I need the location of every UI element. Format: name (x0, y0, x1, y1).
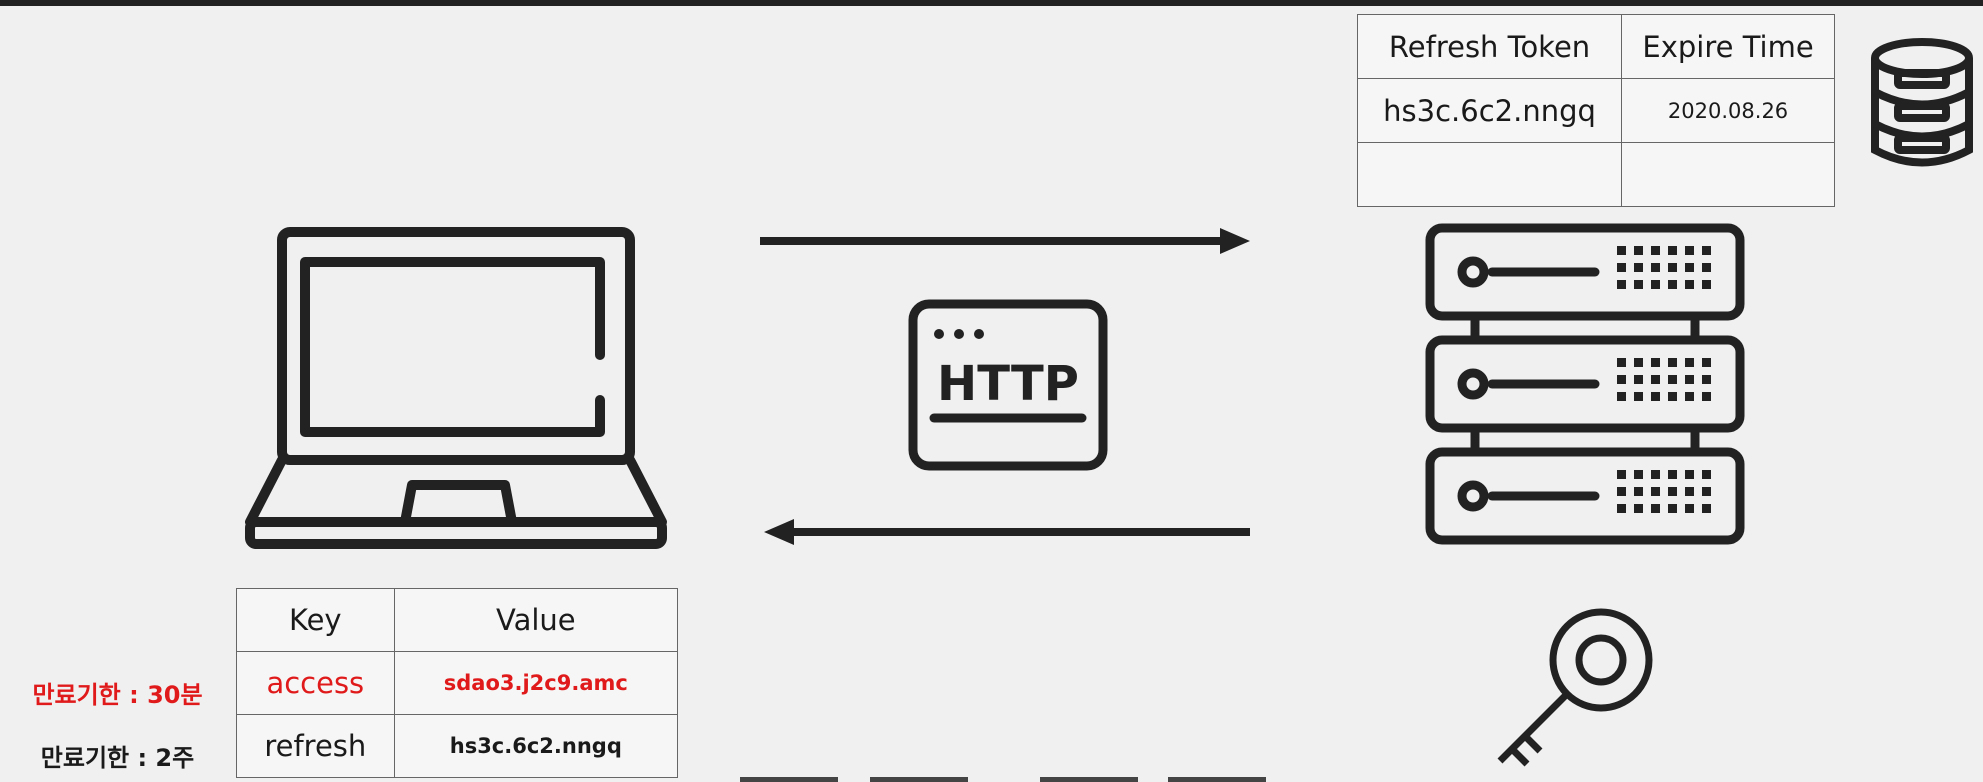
server-status-dot (1668, 375, 1677, 384)
header-refresh-token: Refresh Token (1356, 14, 1623, 79)
database-icon (1871, 38, 1973, 167)
server-status-dot (1702, 504, 1711, 513)
server-status-dot (1617, 263, 1626, 272)
server-status-dot (1634, 487, 1643, 496)
cell-value-access: sdao3.j2c9.amc (393, 651, 679, 715)
server-rack-icon (1425, 223, 1745, 545)
http-window-icon: HTTP (908, 299, 1108, 471)
key-icon (1497, 608, 1653, 767)
server-status-dot (1668, 263, 1677, 272)
client-token-table: Key Value access sdao3.j2c9.amc refresh … (236, 588, 679, 778)
server-status-dot (1668, 487, 1677, 496)
bottom-bar-segment (740, 777, 838, 782)
server-status-dot (1617, 470, 1626, 479)
server-status-dot (1702, 263, 1711, 272)
server-status-dot (1651, 246, 1660, 255)
server-status-dot (1668, 504, 1677, 513)
header-expire-time: Expire Time (1621, 14, 1835, 79)
server-status-dot (1685, 487, 1694, 496)
server-status-dot (1634, 504, 1643, 513)
server-status-dot (1668, 392, 1677, 401)
server-status-dot (1668, 358, 1677, 367)
server-status-dot (1634, 263, 1643, 272)
cell-key-refresh: refresh (236, 714, 395, 778)
cell-empty (1356, 142, 1623, 207)
bottom-bar-segment (870, 777, 968, 782)
top-border (0, 0, 1983, 6)
server-status-dot (1685, 470, 1694, 479)
header-value: Value (393, 588, 679, 652)
server-status-dot (1702, 470, 1711, 479)
server-status-dot (1668, 280, 1677, 289)
bottom-bar-segment (1168, 777, 1266, 782)
http-label: HTTP (937, 356, 1079, 412)
server-status-dot (1651, 392, 1660, 401)
cell-refresh-token: hs3c.6c2.nngq (1356, 78, 1623, 143)
cell-key-access: access (236, 651, 395, 715)
server-status-dot (1651, 358, 1660, 367)
server-status-dot (1668, 470, 1677, 479)
server-status-dot (1702, 375, 1711, 384)
server-status-dot (1685, 504, 1694, 513)
server-status-dot (1685, 263, 1694, 272)
server-status-dot (1702, 246, 1711, 255)
server-status-dot (1617, 392, 1626, 401)
server-status-dot (1634, 470, 1643, 479)
server-status-dot (1634, 358, 1643, 367)
bottom-bar-segment (1040, 777, 1138, 782)
cell-expire-time: 2020.08.26 (1621, 78, 1835, 143)
server-status-dot (1702, 487, 1711, 496)
server-status-dot (1651, 375, 1660, 384)
request-arrow (760, 228, 1250, 254)
server-status-dot (1702, 358, 1711, 367)
server-status-dot (1651, 504, 1660, 513)
refresh-expiry-label: 만료기한 : 2주 (40, 744, 195, 772)
response-arrow (764, 519, 1250, 545)
server-status-dot (1651, 487, 1660, 496)
server-status-dot (1617, 280, 1626, 289)
server-status-dot (1685, 246, 1694, 255)
refresh-token-table: Refresh Token Expire Time hs3c.6c2.nngq … (1356, 14, 1835, 207)
server-status-dot (1685, 280, 1694, 289)
cell-value-refresh: hs3c.6c2.nngq (393, 714, 679, 778)
server-status-dot (1702, 392, 1711, 401)
server-status-dot (1617, 504, 1626, 513)
server-status-dot (1651, 470, 1660, 479)
server-status-dot (1617, 358, 1626, 367)
server-status-dot (1668, 246, 1677, 255)
access-expiry-label: 만료기한 : 30분 (32, 681, 203, 709)
server-status-dot (1685, 375, 1694, 384)
server-status-dot (1617, 246, 1626, 255)
server-status-dot (1702, 280, 1711, 289)
server-status-dot (1617, 487, 1626, 496)
server-status-dot (1651, 280, 1660, 289)
server-status-dot (1634, 392, 1643, 401)
cell-empty (1621, 142, 1835, 207)
server-status-dot (1685, 358, 1694, 367)
server-status-dot (1685, 392, 1694, 401)
server-status-dot (1617, 375, 1626, 384)
server-status-dot (1634, 280, 1643, 289)
server-status-dot (1651, 263, 1660, 272)
header-key: Key (236, 588, 395, 652)
laptop-icon (245, 227, 667, 549)
server-status-dot (1634, 375, 1643, 384)
server-status-dot (1634, 246, 1643, 255)
